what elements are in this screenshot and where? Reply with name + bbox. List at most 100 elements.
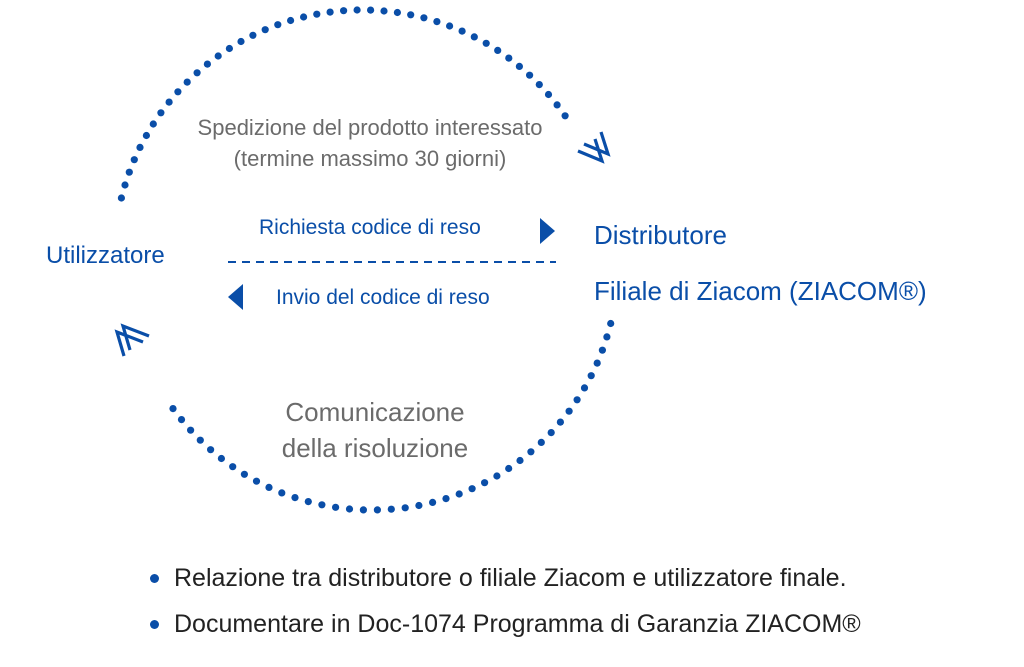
arc-dot bbox=[291, 494, 299, 502]
arc-dot bbox=[455, 490, 463, 498]
arc-dot bbox=[326, 8, 334, 16]
arc-dot bbox=[401, 504, 409, 512]
note-text: Relazione tra distributore o filiale Zia… bbox=[174, 564, 847, 592]
arc-dot bbox=[380, 7, 388, 15]
bullet-icon bbox=[150, 620, 159, 629]
bottom-arc-caption: Comunicazione della risoluzione bbox=[230, 394, 520, 466]
bottom-dotted-arc bbox=[169, 319, 615, 514]
double-chevron-up-left-icon bbox=[114, 323, 150, 357]
arc-dot bbox=[252, 477, 261, 485]
arc-dot bbox=[494, 46, 502, 55]
arc-dot bbox=[468, 485, 476, 493]
arc-dot bbox=[587, 372, 595, 380]
arc-dot bbox=[121, 181, 129, 189]
arc-dot bbox=[535, 81, 543, 89]
arc-dot bbox=[313, 10, 321, 18]
right-node-subtitle: Filiale di Ziacom (ZIACOM®) bbox=[594, 276, 927, 306]
arc-dot bbox=[117, 194, 125, 202]
arc-dot bbox=[229, 463, 237, 471]
triangle-left-icon bbox=[228, 284, 243, 310]
arc-dot bbox=[527, 448, 535, 456]
arc-dot bbox=[261, 26, 269, 34]
arc-dot bbox=[505, 54, 513, 62]
arc-dot bbox=[177, 416, 186, 424]
bottom-arc-caption-line2: della risoluzione bbox=[281, 433, 469, 463]
arc-dot bbox=[149, 120, 157, 128]
arc-dot bbox=[553, 101, 561, 109]
arc-dot bbox=[429, 498, 437, 506]
arc-dot bbox=[187, 426, 195, 434]
arc-dot bbox=[580, 384, 589, 392]
arc-dot bbox=[278, 489, 286, 497]
arc-dot bbox=[287, 16, 295, 25]
arc-dot bbox=[359, 506, 367, 514]
arc-dot bbox=[203, 60, 211, 68]
arc-dot bbox=[196, 436, 204, 444]
arc-dot bbox=[157, 109, 165, 117]
arc-dot bbox=[393, 8, 401, 17]
bullet-icon bbox=[150, 574, 159, 583]
arc-dot bbox=[142, 131, 150, 140]
arc-dot bbox=[174, 88, 182, 96]
arc-dot bbox=[318, 501, 326, 509]
arc-dot bbox=[561, 112, 569, 120]
arc-dot bbox=[526, 71, 534, 79]
triangle-right-icon bbox=[540, 218, 555, 244]
arc-dot bbox=[136, 143, 144, 151]
arc-dot bbox=[415, 501, 423, 510]
arc-dot bbox=[598, 346, 607, 354]
arc-dot bbox=[183, 78, 191, 86]
arc-dot bbox=[446, 22, 454, 30]
arc-dot bbox=[300, 13, 308, 21]
arc-dot bbox=[544, 90, 553, 99]
request-label: Richiesta codice di reso bbox=[259, 216, 481, 239]
arc-dot bbox=[332, 503, 340, 511]
arc-dot bbox=[207, 446, 215, 454]
arc-dot bbox=[556, 418, 565, 426]
arc-dot bbox=[265, 483, 273, 491]
arc-dot bbox=[345, 505, 354, 513]
arc-dot bbox=[407, 11, 415, 19]
arc-dot bbox=[217, 454, 225, 463]
arc-dot bbox=[573, 396, 581, 404]
arc-dot bbox=[353, 6, 361, 14]
arc-dot bbox=[593, 359, 601, 367]
arc-dot bbox=[165, 98, 173, 106]
notes-list: Relazione tra distributore o filiale Zia… bbox=[148, 558, 861, 650]
top-arc-caption-line2: (termine massimo 30 giorni) bbox=[233, 146, 507, 171]
arc-dot bbox=[470, 33, 478, 41]
note-item: Documentare in Doc-1074 Programma di Gar… bbox=[148, 604, 861, 650]
arc-dot bbox=[193, 69, 201, 77]
arc-dot bbox=[515, 62, 524, 70]
top-arc-caption-line1: Spedizione del prodotto interessato bbox=[197, 115, 543, 140]
arc-dot bbox=[237, 37, 245, 46]
arc-dot bbox=[607, 319, 615, 328]
arc-dot bbox=[516, 456, 524, 465]
arc-dot bbox=[304, 498, 312, 506]
reply-label: Invio del codice di reso bbox=[276, 286, 490, 309]
arc-dot bbox=[340, 7, 348, 15]
left-node-label: Utilizzatore bbox=[46, 242, 165, 269]
arc-dot bbox=[169, 405, 177, 413]
arc-dot bbox=[442, 495, 450, 503]
bottom-arc-caption-line1: Comunicazione bbox=[285, 397, 465, 427]
double-chevron-down-right-icon bbox=[577, 131, 611, 164]
arc-dot bbox=[481, 479, 489, 487]
arc-dot bbox=[505, 464, 513, 473]
arc-dot bbox=[547, 429, 555, 437]
arc-dot bbox=[214, 52, 222, 60]
arc-dot bbox=[433, 18, 441, 26]
right-node-title: Distributore bbox=[594, 220, 727, 250]
arc-dot bbox=[225, 44, 233, 53]
arc-dot bbox=[130, 156, 138, 164]
arc-dot bbox=[240, 470, 248, 478]
arc-dot bbox=[373, 506, 381, 514]
arc-dot bbox=[387, 505, 395, 513]
arc-dot bbox=[458, 27, 466, 35]
arc-dot bbox=[125, 168, 133, 176]
arc-dot bbox=[482, 39, 490, 47]
arc-dot bbox=[537, 438, 545, 446]
arc-dot bbox=[493, 472, 501, 480]
